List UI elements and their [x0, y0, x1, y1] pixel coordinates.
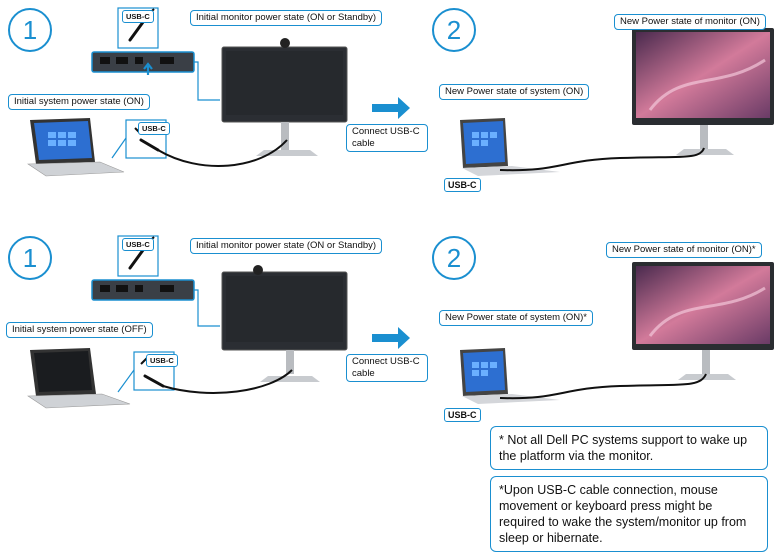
system-state-initial-label: Initial system power state (ON): [8, 94, 150, 110]
step-1-number: 1: [8, 236, 52, 280]
step-2-number: 2: [432, 8, 476, 52]
usb-c-tag-top: USB-C: [122, 238, 154, 251]
usb-c-tag-bottom: USB-C: [444, 408, 481, 422]
step-2-number: 2: [432, 236, 476, 280]
connect-usb-c-label: Connect USB-C cable: [346, 124, 428, 152]
step-1-number: 1: [8, 8, 52, 52]
usb-c-tag-laptop: USB-C: [146, 354, 178, 367]
usb-c-tag-bottom: USB-C: [444, 178, 481, 192]
system-state-new-label: New Power state of system (ON)*: [439, 310, 594, 326]
monitor-state-new-label: New Power state of monitor (ON)*: [606, 242, 762, 258]
usb-c-tag-top: USB-C: [122, 10, 154, 23]
monitor-state-new-label: New Power state of monitor (ON): [614, 14, 766, 30]
monitor-state-initial-label: Initial monitor power state (ON or Stand…: [190, 238, 383, 254]
monitor-state-initial-label: Initial monitor power state (ON or Stand…: [190, 10, 383, 26]
arrow-right-icon: [372, 327, 410, 349]
note-wake-requirement: *Upon USB-C cable connection, mouse move…: [490, 476, 768, 552]
system-state-initial-label: Initial system power state (OFF): [6, 322, 153, 338]
usb-c-tag-laptop: USB-C: [138, 122, 170, 135]
arrow-right-icon: [372, 97, 410, 119]
note-dell-pc-support: * Not all Dell PC systems support to wak…: [490, 426, 768, 470]
system-state-new-label: New Power state of system (ON): [439, 84, 590, 100]
connect-usb-c-label: Connect USB-C cable: [346, 354, 428, 382]
